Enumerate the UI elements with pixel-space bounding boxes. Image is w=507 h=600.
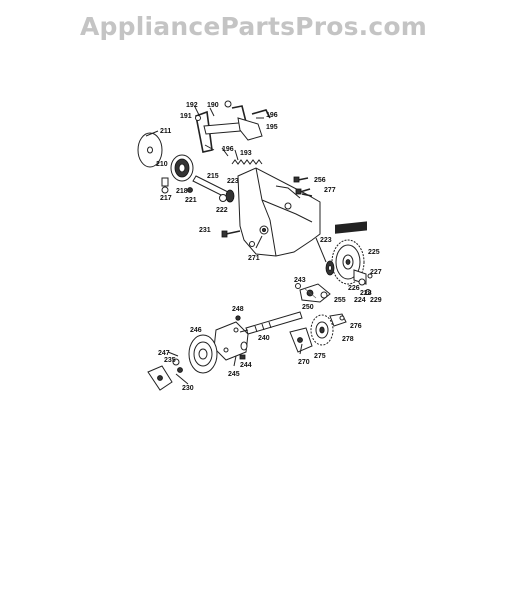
- label-192: 192: [186, 102, 198, 109]
- label-229: 229: [370, 297, 382, 304]
- label-223: 223: [227, 178, 239, 185]
- watermark: AppliancePartsPros.com: [79, 12, 428, 41]
- label-190: 190: [207, 102, 219, 109]
- label-231: 231: [199, 227, 211, 234]
- label-247: 247: [158, 350, 170, 357]
- label-211: 211: [160, 128, 171, 135]
- label-227: 227: [370, 269, 382, 276]
- label-275: 275: [314, 353, 326, 360]
- part-labels: 192 190 191 196 195 211 196 193 210 215 …: [156, 102, 382, 392]
- label-243: 243: [294, 277, 306, 284]
- spring-193: [231, 159, 263, 165]
- label-271: 271: [248, 255, 260, 262]
- small-parts-247-235: [167, 351, 183, 373]
- label-277: 277: [324, 187, 336, 194]
- bracket-250: [295, 283, 331, 303]
- small-parts-left: [161, 177, 227, 202]
- disc-pulley: [188, 334, 218, 374]
- shift-lever-assembly: [195, 100, 271, 153]
- label-222: 222: [216, 207, 228, 214]
- bracket-276: [329, 313, 347, 327]
- label-276: 276: [350, 323, 362, 330]
- label-221: 221: [185, 197, 197, 204]
- label-250: 250: [302, 304, 314, 311]
- label-240: 240: [258, 335, 270, 342]
- label-223-b: 223: [320, 237, 332, 244]
- label-248: 248: [232, 306, 244, 313]
- label-256: 256: [314, 177, 326, 184]
- label-225: 225: [368, 249, 380, 256]
- label-191: 191: [180, 113, 192, 120]
- bracket-270: [289, 327, 313, 353]
- plate-246: [213, 315, 249, 361]
- hub-parts-226-229: [353, 269, 373, 295]
- label-217: 217: [160, 195, 172, 202]
- label-235: 235: [164, 357, 176, 364]
- label-230: 230: [182, 385, 194, 392]
- label-244: 244: [240, 362, 252, 369]
- label-210: 210: [156, 161, 168, 168]
- label-278: 278: [342, 336, 354, 343]
- plate-211: [137, 130, 163, 168]
- label-226: 226: [348, 285, 360, 292]
- shaft-240: [245, 311, 303, 335]
- label-218: 218: [176, 188, 188, 195]
- label-255: 255: [334, 297, 346, 304]
- hub-210: [170, 154, 194, 182]
- label-228: 228: [360, 290, 372, 297]
- label-196: 196: [266, 112, 278, 119]
- bolts: [221, 176, 311, 238]
- label-196-b: 196: [222, 146, 234, 153]
- label-193: 193: [240, 150, 252, 157]
- label-224: 224: [354, 297, 366, 304]
- label-270: 270: [298, 359, 310, 366]
- label-246: 246: [190, 327, 202, 334]
- leader-lines: [175, 106, 327, 385]
- label-215: 215: [207, 173, 219, 180]
- bracket-230: [147, 365, 173, 391]
- sprocket-275: [310, 314, 334, 346]
- label-245: 245: [228, 371, 240, 378]
- label-195: 195: [266, 124, 278, 131]
